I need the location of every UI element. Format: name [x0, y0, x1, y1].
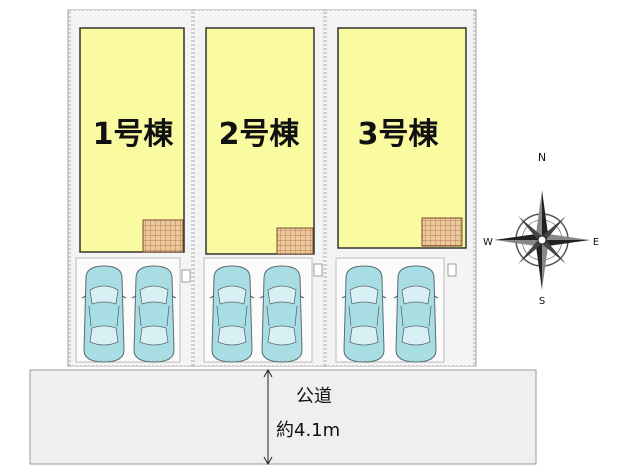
lot-label-1: 1号棟 — [93, 117, 175, 152]
compass-rose — [494, 190, 590, 290]
car — [259, 265, 305, 363]
building-2 — [205, 27, 315, 255]
compass-north: N — [538, 151, 546, 164]
dimension-arrow-top — [263, 368, 273, 378]
road — [29, 369, 537, 465]
compass-west: W — [483, 237, 493, 248]
lot-label-2: 2号棟 — [219, 117, 301, 152]
car — [131, 265, 177, 363]
meter-box — [447, 263, 457, 277]
patio-3 — [421, 217, 463, 247]
meter-box — [313, 263, 323, 277]
car — [81, 265, 127, 363]
car — [209, 265, 255, 363]
road-name: 公道 — [296, 386, 332, 407]
dimension-arrow-bottom — [263, 456, 273, 466]
patio-1 — [142, 219, 184, 253]
meter-box — [181, 269, 191, 283]
compass-east: E — [593, 237, 599, 248]
compass-south: S — [539, 296, 545, 307]
patio-2 — [276, 227, 314, 255]
car — [341, 265, 387, 363]
building-1 — [79, 27, 185, 253]
road-width-label: 約4.1m — [276, 420, 340, 441]
car — [393, 265, 439, 363]
lot-label-3: 3号棟 — [358, 117, 440, 152]
building-3 — [337, 27, 467, 249]
